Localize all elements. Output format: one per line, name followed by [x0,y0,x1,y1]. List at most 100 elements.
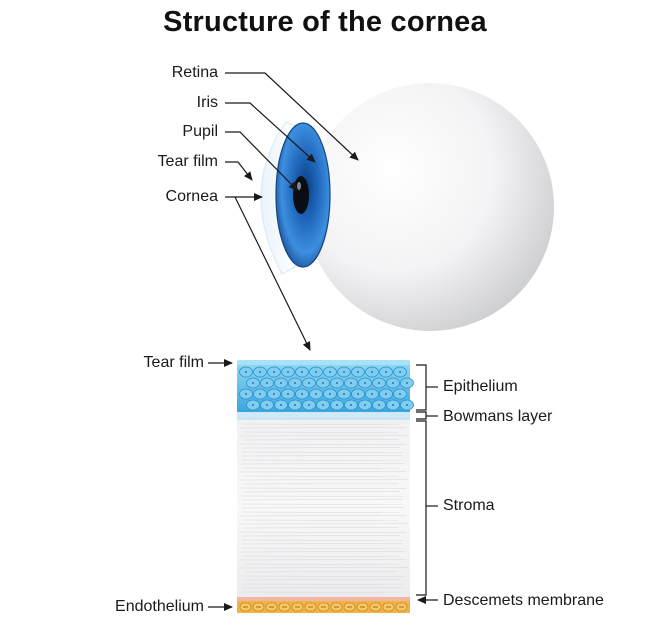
epithelial-cell-nucleus [315,393,317,395]
epithelial-cell-nucleus [392,404,394,406]
epithelial-cell-nucleus [343,371,345,373]
epithelium-bracket [416,364,427,411]
epithelial-cell-nucleus [259,371,261,373]
stroma-fibre [241,499,403,501]
stroma-fibre [239,427,407,429]
stroma-fibre [238,435,409,437]
stroma-fibre [240,463,405,465]
epithelial-cell-nucleus [301,393,303,395]
tear-film-eye-arrow [225,161,253,181]
epithelial-cell-nucleus [266,382,268,384]
stroma-fibre [241,547,403,549]
stroma-fibre [242,511,401,513]
epithelial-cell-nucleus [266,404,268,406]
epithelial-cell-nucleus [406,382,408,384]
label-stroma: Stroma [443,497,495,514]
stroma-fibre [240,551,405,553]
label-bowmans-layer: Bowmans layer [443,408,553,425]
stroma-fibre [242,535,401,537]
epithelial-cell-nucleus [294,382,296,384]
epithelial-cell-nucleus [252,404,254,406]
stroma-fibre [243,475,399,477]
epithelial-cell-nucleus [350,404,352,406]
epithelial-cell-nucleus [301,371,303,373]
epithelial-cell-nucleus [336,404,338,406]
stroma-layer [237,419,410,597]
iris-arrow [225,102,316,163]
epithelial-cell-nucleus [385,371,387,373]
epithelial-cell-nucleus [378,382,380,384]
eyeball [306,83,554,331]
stroma-bracket [416,420,427,596]
stroma-fibre [240,451,405,453]
pupil [293,176,309,214]
page-title: Structure of the cornea [163,6,487,38]
epithelial-cell-nucleus [329,393,331,395]
endothelium-layer [237,601,410,613]
epithelium-layer [237,364,414,412]
label-tear-film-section: Tear film [143,354,204,371]
epithelial-cell-nucleus [329,371,331,373]
stroma-fibre [239,487,407,489]
stroma-fibre [243,563,399,565]
epithelial-cell-nucleus [350,382,352,384]
epithelial-cell-nucleus [315,371,317,373]
stroma-fibre [242,447,401,449]
bowmans-bracket [416,411,427,420]
stroma-fibre [242,579,401,581]
stroma-fibre [240,583,405,585]
stroma-fibre [243,571,399,573]
epithelial-cell-nucleus [245,371,247,373]
stroma-fibre [243,527,399,529]
epithelial-cell-nucleus [371,393,373,395]
label-cornea: Cornea [165,188,218,205]
epithelial-cell-nucleus [308,382,310,384]
epithelial-cell-nucleus [343,393,345,395]
epithelial-cell-nucleus [357,393,359,395]
epithelial-cell-nucleus [273,371,275,373]
pupil-arrow [225,131,298,191]
cornea-arrow-section [234,196,311,351]
stroma-fibre [242,555,401,557]
stroma-fibre [243,519,399,521]
stroma-fibre [241,543,403,545]
label-pupil: Pupil [182,123,218,140]
epithelial-cell-nucleus [399,371,401,373]
stroma-fibre [241,587,403,589]
label-descemets-membrane: Descemets membrane [443,592,604,609]
stroma-fibre [240,495,405,497]
label-endothelium: Endothelium [115,598,204,615]
epithelial-cell-nucleus [245,393,247,395]
epithelial-cell-nucleus [280,404,282,406]
stroma-fibre [241,459,403,461]
leader-lines [208,72,438,611]
epithelial-cell-nucleus [385,393,387,395]
stroma-fibre [241,503,403,505]
label-epithelium: Epithelium [443,378,518,395]
epithelial-cell-nucleus [280,382,282,384]
descemets-membrane-layer [237,597,410,601]
stroma-fibre [242,467,401,469]
stroma-fibre [241,455,403,457]
epithelial-cell-nucleus [357,371,359,373]
stroma-fibre [238,523,409,525]
stroma-fibre [242,423,401,425]
epithelial-cell-nucleus [252,382,254,384]
label-iris: Iris [196,94,218,111]
stroma-fibre [239,443,407,445]
stroma-fibre [239,559,407,561]
stroma-fibre [239,531,407,533]
epithelial-cell-nucleus [322,404,324,406]
epithelial-cell-nucleus [378,404,380,406]
epithelial-cell-nucleus [287,371,289,373]
label-retina: Retina [171,64,218,81]
stroma-fibre [239,515,407,517]
stroma-fibre [241,591,403,593]
epithelial-cell-nucleus [259,393,261,395]
stroma-fibre [242,491,401,493]
label-tear-film-eye: Tear film [157,153,218,170]
epithelial-cell-nucleus [322,382,324,384]
epithelial-cell-nucleus [294,404,296,406]
